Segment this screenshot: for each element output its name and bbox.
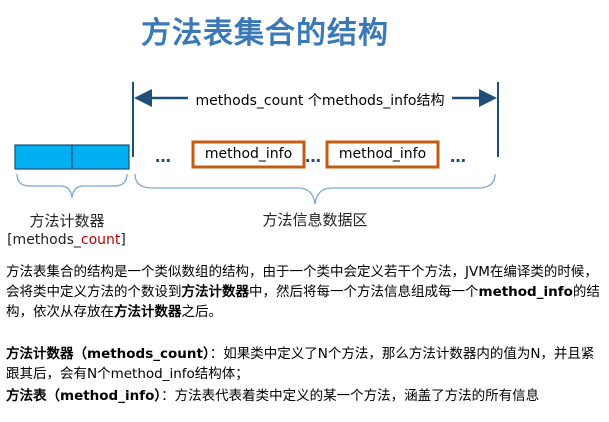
counter-sub-suffix: ]	[120, 232, 126, 248]
p1-text-e: 的结构，依次从存放在	[6, 284, 600, 320]
paragraph-method-info: 方法表（method_info）：方法表代表着类中定义的某一个方法，涵盖了方法的…	[6, 386, 606, 406]
counter-sub-prefix: [methods_	[7, 232, 81, 248]
ellipsis-middle: …	[305, 147, 321, 166]
p1-bold-b: 方法计数器	[181, 284, 250, 300]
method-info-box-1	[191, 140, 306, 169]
p3-text: ：方法表代表着类中定义的某一个方法，涵盖了方法的所有信息	[161, 388, 540, 404]
arrow-head-right	[479, 89, 497, 107]
counter-cell-2	[71, 144, 130, 170]
paragraph-methods-count: 方法计数器（methods_count）：如果类中定义了N个方法，那么方法计数器…	[6, 344, 606, 384]
p2-bold-term: 方法计数器（methods_count）	[6, 346, 210, 362]
paragraph-structure: 方法表集合的结构是一个类似数组的结构，由于一个类中会定义若干个方法，JVM在编译…	[6, 262, 606, 322]
p3-bold-term: 方法表（method_info）	[6, 388, 162, 404]
ellipsis-left: …	[155, 147, 171, 166]
counter-sub-label: [methods_count]	[4, 232, 129, 248]
ellipsis-right: …	[450, 147, 466, 166]
counter-label: 方法计数器	[29, 212, 105, 230]
counter-cell-1	[14, 144, 73, 170]
method-info-label-2: method_info	[338, 146, 427, 162]
counter-sub-red: count	[80, 232, 121, 248]
p1-text-c: 中，然后将每一个方法信息组成每一个	[249, 284, 479, 300]
method-info-label-1: method_info	[204, 146, 293, 162]
p1-text-g: 之后。	[181, 304, 223, 320]
info-brace	[134, 173, 496, 205]
p1-text-a: 方法表集合的结构是一个类似数组的结构，由于一个类中会定义若干个方法，JVM在编译…	[6, 264, 598, 300]
arrow-head-left	[134, 89, 152, 107]
page-title: 方法表集合的结构	[141, 16, 389, 51]
info-data-area-label: 方法信息数据区	[262, 211, 368, 229]
p2-text: ：如果类中定义了N个方法，那么方法计数器内的值为N，并且紧跟其后，会有N个met…	[6, 346, 595, 382]
p1-bold-d: method_info	[478, 284, 573, 300]
p1-bold-f: 方法计数器	[114, 304, 182, 320]
methods-count-label: methods_count 个methods_info结构	[188, 90, 452, 110]
counter-brace	[16, 173, 128, 199]
method-info-box-2	[325, 140, 440, 169]
